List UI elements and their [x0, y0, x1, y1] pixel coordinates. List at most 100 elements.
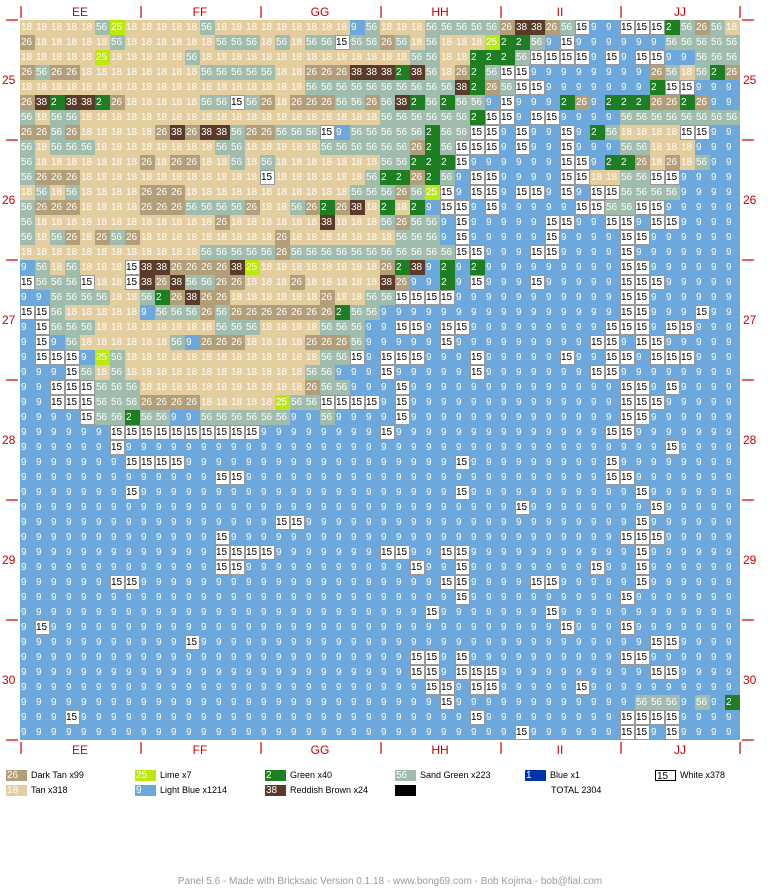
cell-code: 15	[681, 82, 693, 93]
cell-code: 18	[666, 142, 678, 153]
mosaic-cell: 9	[545, 365, 560, 380]
mosaic-cell: 9	[50, 455, 65, 470]
mosaic-cell: 9	[650, 455, 665, 470]
mosaic-cell: 56	[500, 80, 515, 95]
mosaic-cell: 56	[215, 245, 230, 260]
cell-code: 9	[471, 457, 477, 468]
mosaic-cell: 9	[725, 95, 740, 110]
cell-code: 9	[561, 247, 567, 258]
mosaic-cell: 15	[410, 350, 425, 365]
mosaic-cell: 9	[650, 410, 665, 425]
mosaic-cell: 9	[590, 50, 605, 65]
mosaic-cell: 56	[320, 140, 335, 155]
mosaic-cell: 15	[665, 380, 680, 395]
cell-code: 9	[81, 502, 87, 513]
cell-code: 15	[411, 292, 423, 303]
mosaic-cell: 9	[650, 305, 665, 320]
mosaic-cell: 9	[500, 485, 515, 500]
cell-code: 9	[171, 502, 177, 513]
mosaic-cell: 18	[245, 20, 260, 35]
mosaic-cell: 18	[290, 335, 305, 350]
cell-code: 9	[576, 37, 582, 48]
cell-code: 18	[111, 292, 123, 303]
mosaic-cell: 15	[395, 395, 410, 410]
cell-code: 56	[681, 37, 693, 48]
mosaic-cell: 9	[440, 305, 455, 320]
mosaic-cell: 9	[545, 350, 560, 365]
mosaic-cell: 9	[245, 455, 260, 470]
mosaic-cell: 18	[290, 110, 305, 125]
mosaic-cell: 9	[695, 425, 710, 440]
cell-fill	[260, 35, 275, 50]
mosaic-cell: 2	[380, 170, 395, 185]
mosaic-cell: 18	[275, 20, 290, 35]
cell-code: 56	[486, 22, 498, 33]
cell-code: 26	[186, 397, 198, 408]
cell-code: 26	[291, 277, 303, 288]
mosaic-cell: 9	[350, 410, 365, 425]
cell-code: 9	[606, 277, 612, 288]
mosaic-cell: 18	[80, 230, 95, 245]
mosaic-cell: 15	[515, 185, 530, 200]
mosaic-cell: 18	[275, 380, 290, 395]
mosaic-cell: 26	[200, 305, 215, 320]
cell-code: 15	[51, 352, 63, 363]
cell-code: 18	[36, 157, 48, 168]
mosaic-cell: 9	[575, 425, 590, 440]
cell-code: 9	[726, 127, 732, 138]
mosaic-cell: 9	[515, 455, 530, 470]
cell-code: 18	[126, 292, 138, 303]
cell-code: 9	[486, 502, 492, 513]
cell-code: 18	[246, 82, 258, 93]
cell-code: 9	[681, 442, 687, 453]
cell-code: 9	[546, 262, 552, 273]
cell-code: 26	[291, 307, 303, 318]
cell-code: 18	[231, 112, 243, 123]
mosaic-cell: 9	[275, 500, 290, 515]
mosaic-cell: 26	[65, 200, 80, 215]
mosaic-cell: 18	[320, 230, 335, 245]
cell-code: 9	[426, 322, 432, 333]
cell-border	[335, 35, 350, 50]
cell-code: 15	[456, 217, 468, 228]
mosaic-cell: 9	[395, 305, 410, 320]
cell-code: 9	[81, 487, 87, 498]
cell-code: 9	[726, 172, 732, 183]
mosaic-cell: 18	[95, 215, 110, 230]
mosaic-cell: 18	[185, 380, 200, 395]
cell-code: 9	[621, 337, 627, 348]
cell-code: 9	[666, 232, 672, 243]
cell-code: 18	[36, 247, 48, 258]
cell-code: 15	[156, 457, 168, 468]
mosaic-cell: 9	[650, 470, 665, 485]
cell-border	[635, 50, 650, 65]
cell-code: 18	[126, 307, 138, 318]
cell-code: 56	[351, 82, 363, 93]
mosaic-cell: 9	[20, 290, 35, 305]
mosaic-cell: 9	[590, 260, 605, 275]
cell-code: 56	[426, 97, 438, 108]
cell-fill	[590, 50, 605, 65]
mosaic-cell: 2	[440, 275, 455, 290]
cell-code: 15	[456, 457, 468, 468]
mosaic-cell: 56	[620, 170, 635, 185]
cell-code: 9	[576, 307, 582, 318]
cell-code: 18	[201, 157, 213, 168]
mosaic-cell: 56	[125, 395, 140, 410]
mosaic-cell: 9	[95, 515, 110, 530]
cell-code: 18	[126, 187, 138, 198]
cell-code: 15	[516, 187, 528, 198]
cell-code: 18	[276, 112, 288, 123]
mosaic-cell: 26	[215, 275, 230, 290]
mosaic-cell: 9	[500, 260, 515, 275]
mosaic-cell: 9	[260, 470, 275, 485]
cell-code: 15	[636, 277, 648, 288]
mosaic-cell: 9	[455, 440, 470, 455]
cell-code: 18	[156, 37, 168, 48]
cell-code: 9	[726, 307, 732, 318]
cell-code: 18	[306, 172, 318, 183]
mosaic-cell: 9	[230, 485, 245, 500]
cell-code: 26	[411, 142, 423, 153]
mosaic-cell: 2	[470, 80, 485, 95]
cell-code: 2	[381, 172, 387, 183]
